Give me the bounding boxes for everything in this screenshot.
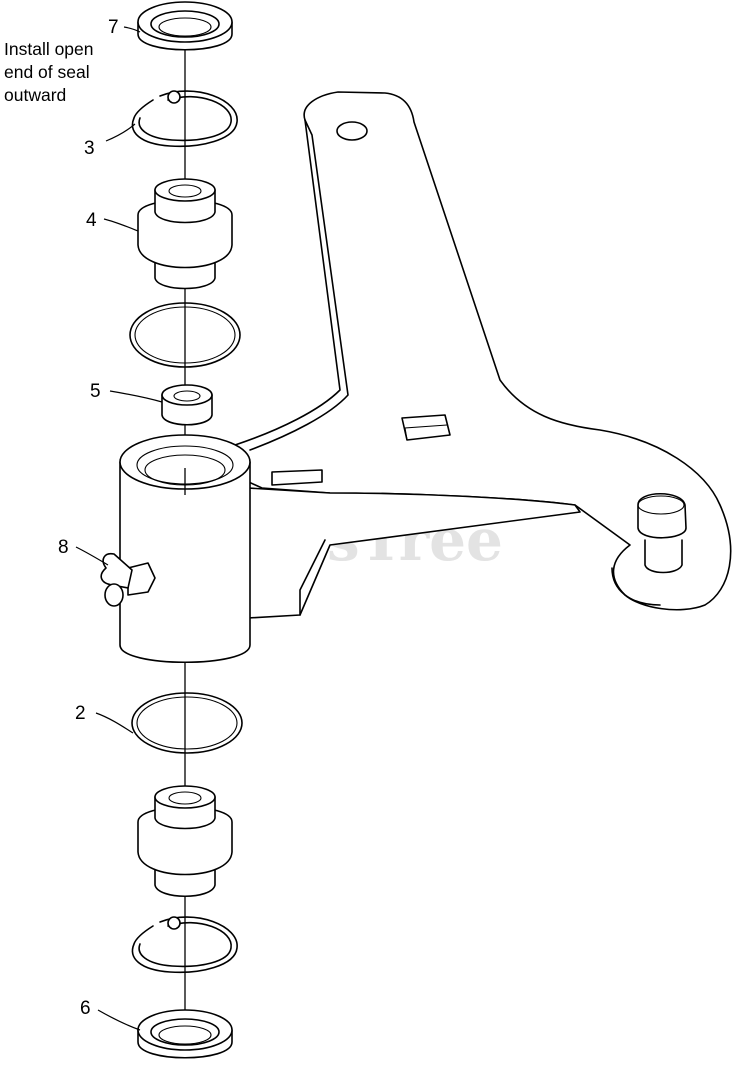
caster-arm [234, 91, 732, 619]
part-2-o-ring-lower [131, 692, 243, 754]
fitting-ball [104, 583, 124, 607]
leader-4 [103, 218, 139, 232]
square-hole-inner [404, 424, 448, 441]
fitting-nipple [100, 552, 133, 589]
ring-low-eye [167, 916, 181, 930]
fitting-hex [127, 562, 156, 596]
bearing-housing [100, 434, 251, 664]
spacer-top [161, 384, 213, 406]
slot-hole [271, 469, 323, 486]
stud-top [637, 495, 685, 515]
spacer-bore [173, 390, 201, 402]
o-ring-upper-outer [129, 302, 241, 368]
seal-bottom-lip [150, 1018, 220, 1046]
housing-body [119, 461, 251, 664]
ring-low-inner [138, 921, 232, 968]
part-6-bottom-seal [137, 1009, 233, 1059]
o-ring-upper [129, 302, 241, 368]
install-note-line-3: outward [4, 85, 66, 105]
ring-top-eye [167, 90, 181, 104]
ring-low-outer [131, 916, 238, 974]
bearing-top-lower-race [154, 261, 216, 290]
arm-mount-hole [336, 121, 368, 141]
leader-5 [109, 390, 163, 403]
arm-web-edge [299, 539, 326, 616]
o-ring-lower-outer [131, 692, 243, 754]
callout-6: 6 [80, 998, 91, 1019]
seal-top-lip [150, 10, 220, 38]
bearing-low-bore [168, 791, 202, 805]
leader-8 [75, 546, 109, 566]
bearing-low-face [154, 785, 216, 809]
lower-retaining-ring [131, 916, 238, 974]
bearing-top-face [154, 178, 216, 202]
callout-4: 4 [86, 210, 97, 231]
arm-inner-edge [249, 119, 349, 451]
part-3-top-ring [131, 90, 238, 148]
leader-6 [97, 1009, 141, 1031]
arm-front-thickness [247, 487, 581, 619]
arm-end-edge [611, 567, 661, 606]
grease-fitting [100, 552, 156, 607]
callout-7: 7 [108, 17, 119, 38]
o-ring-upper-inner [134, 306, 236, 364]
leader-2 [95, 712, 134, 734]
seal-bottom-bore [158, 1025, 212, 1045]
ring-top-outer [131, 90, 238, 148]
seal-top-bore [158, 17, 212, 37]
callout-5: 5 [90, 381, 101, 402]
callout-8: 8 [58, 537, 69, 558]
leader-3 [105, 123, 136, 142]
part-5-spacer [161, 384, 213, 426]
callout-2: 2 [75, 703, 86, 724]
ring-top-inner [138, 95, 232, 142]
o-ring-lower-inner [136, 696, 238, 750]
leader-7 [123, 26, 141, 33]
bearing-top-bore [168, 184, 202, 198]
stud-head [637, 493, 687, 539]
lower-bearing [137, 785, 233, 898]
stud-shank [644, 539, 683, 574]
part-7-top-seal [137, 1, 233, 51]
bearing-low-lower-race [154, 867, 216, 898]
install-note-line-2: end of seal [4, 62, 90, 82]
part-4-top-bearing [137, 178, 233, 290]
install-note-line-1: Install open [4, 39, 94, 59]
callout-3: 3 [84, 138, 95, 159]
